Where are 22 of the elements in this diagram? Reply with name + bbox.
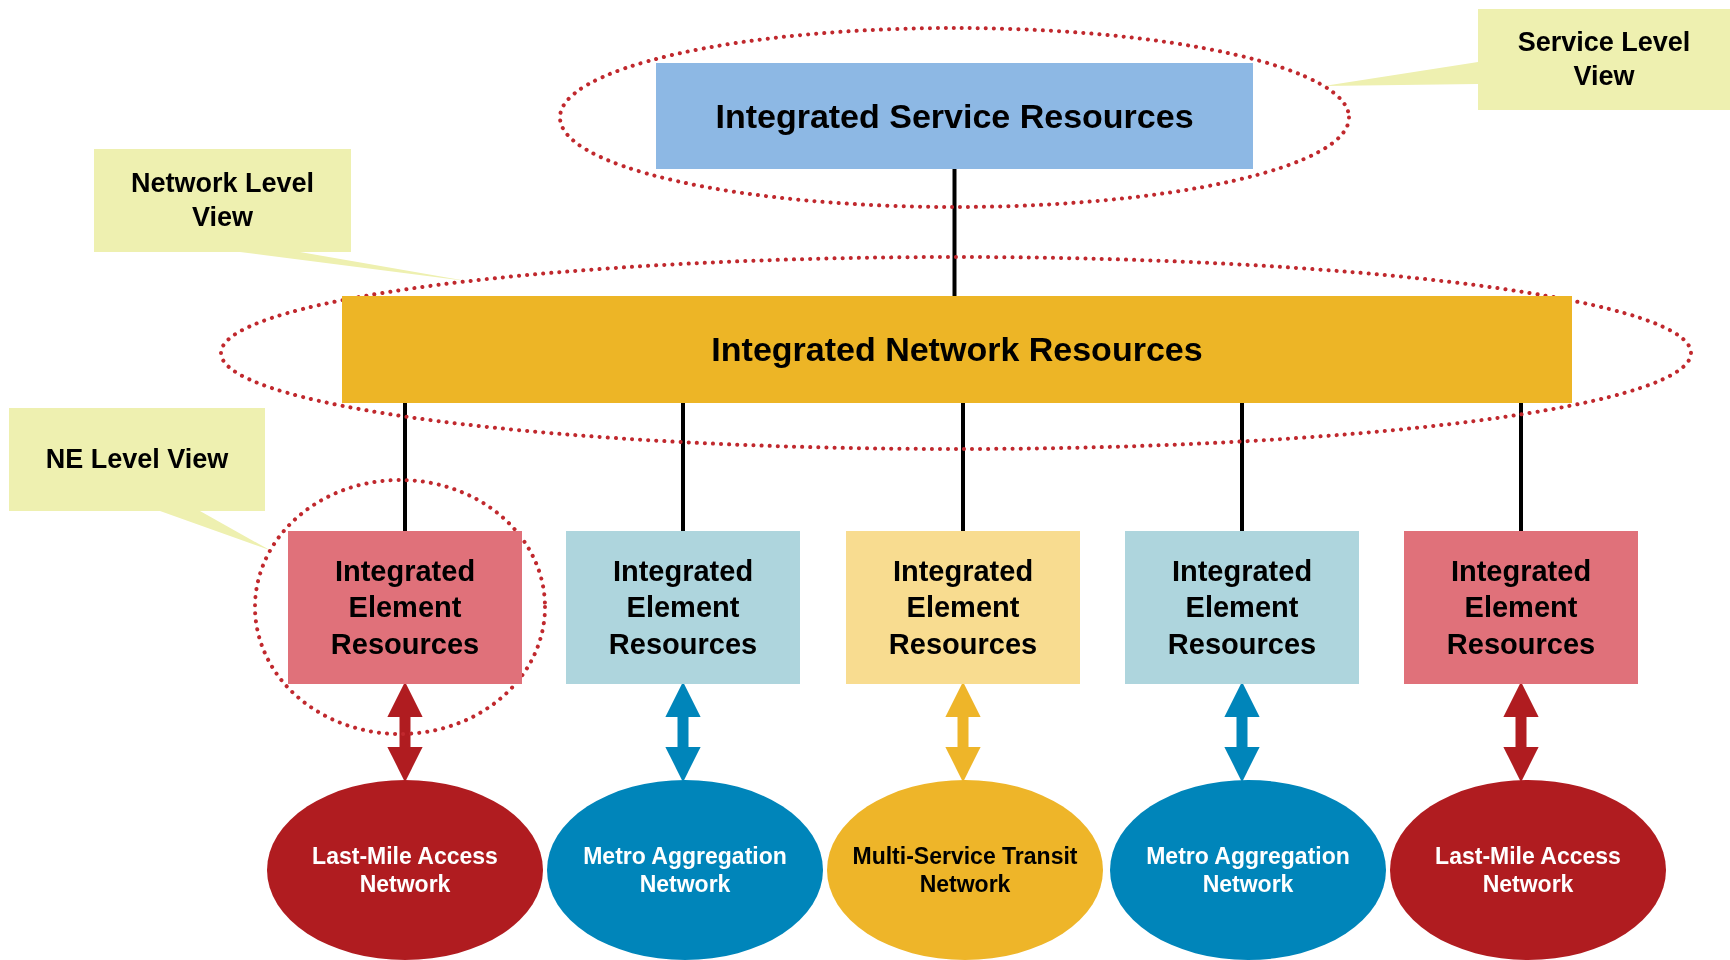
element-box: Integrated Element Resources	[846, 531, 1080, 684]
network-ellipse: Last-Mile Access Network	[267, 780, 543, 960]
dotted-ellipse	[557, 25, 1352, 210]
network-ellipse: Multi-Service Transit Network	[827, 780, 1103, 960]
connector-line	[1519, 403, 1523, 531]
connector-line	[961, 403, 965, 531]
network-box: Integrated Network Resources	[342, 296, 1572, 403]
network-ellipse: Metro Aggregation Network	[1110, 780, 1386, 960]
connector-line	[1240, 403, 1244, 531]
element-box: Integrated Element Resources	[1404, 531, 1638, 684]
element-box: Integrated Element Resources	[566, 531, 800, 684]
service-box: Integrated Service Resources	[656, 63, 1253, 169]
network-ellipse: Metro Aggregation Network	[547, 780, 823, 960]
network-ellipse: Last-Mile Access Network	[1390, 780, 1666, 960]
dotted-ellipse	[252, 477, 548, 737]
connector-line	[403, 403, 407, 531]
connector-line	[681, 403, 685, 531]
callout-pointer	[160, 511, 271, 551]
element-box: Integrated Element Resources	[1125, 531, 1359, 684]
callout-box: Service Level View	[1478, 9, 1730, 110]
connector-line	[952, 169, 957, 296]
element-box: Integrated Element Resources	[288, 531, 522, 684]
